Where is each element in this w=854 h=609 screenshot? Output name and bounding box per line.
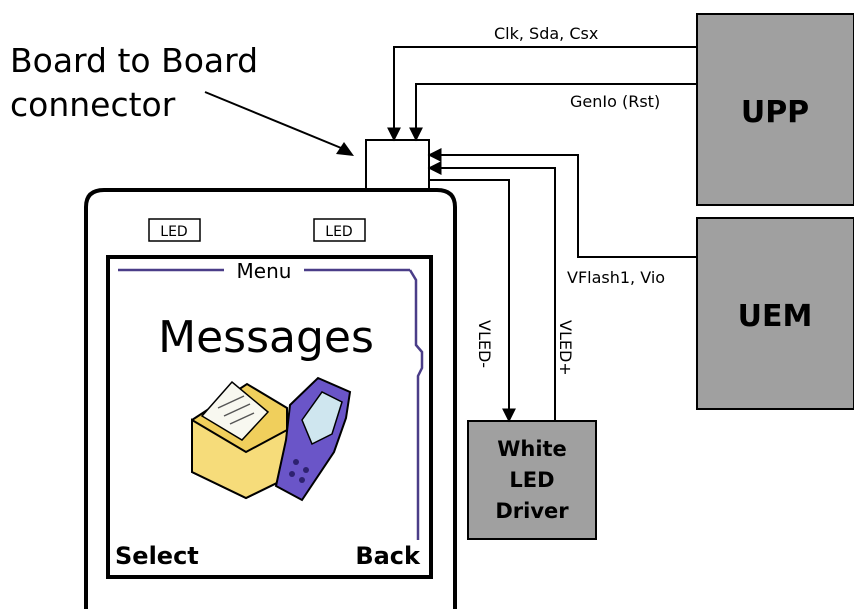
title-line-1: Board to Board [10,41,258,80]
title-pointer-line [204,91,347,151]
driver-line-2: LED [509,468,554,492]
upp-label: UPP [741,95,809,130]
line-vflash-vio [427,148,697,258]
title-line-2: connector [10,85,176,124]
line-vled-plus [427,161,556,421]
line-clk-sda-csx [387,46,697,142]
mobile-phone-display [301,391,343,446]
screen-title: Messages [158,312,374,363]
led-left-box [148,218,201,242]
softkey-select[interactable]: Select [115,542,199,570]
line-genio-rst [409,83,697,142]
led-right-label: LED [325,224,352,240]
softkey-back[interactable]: Back [355,542,421,570]
driver-line-3: Driver [495,499,569,523]
messages-icon [191,376,352,502]
label-vled-minus: VLED- [475,320,494,368]
menu-label: Menu [237,259,292,283]
label-vflash-vio: VFlash1, Vio [567,268,665,287]
led-right-box [313,218,366,242]
led-driver-block [467,420,597,540]
label-genio-rst: GenIo (Rst) [570,92,660,111]
upp-block [696,13,854,206]
uem-block [696,217,854,410]
uem-label: UEM [738,299,813,334]
led-left-label: LED [160,224,187,240]
title-pointer-head [336,142,354,156]
label-vled-plus: VLED+ [556,320,575,376]
menu-scroll-bracket [408,269,424,540]
label-clk-sda-csx: Clk, Sda, Csx [494,24,598,43]
board-to-board-connector [365,139,430,193]
driver-line-1: White [497,437,567,461]
line-vled-minus [429,179,516,423]
